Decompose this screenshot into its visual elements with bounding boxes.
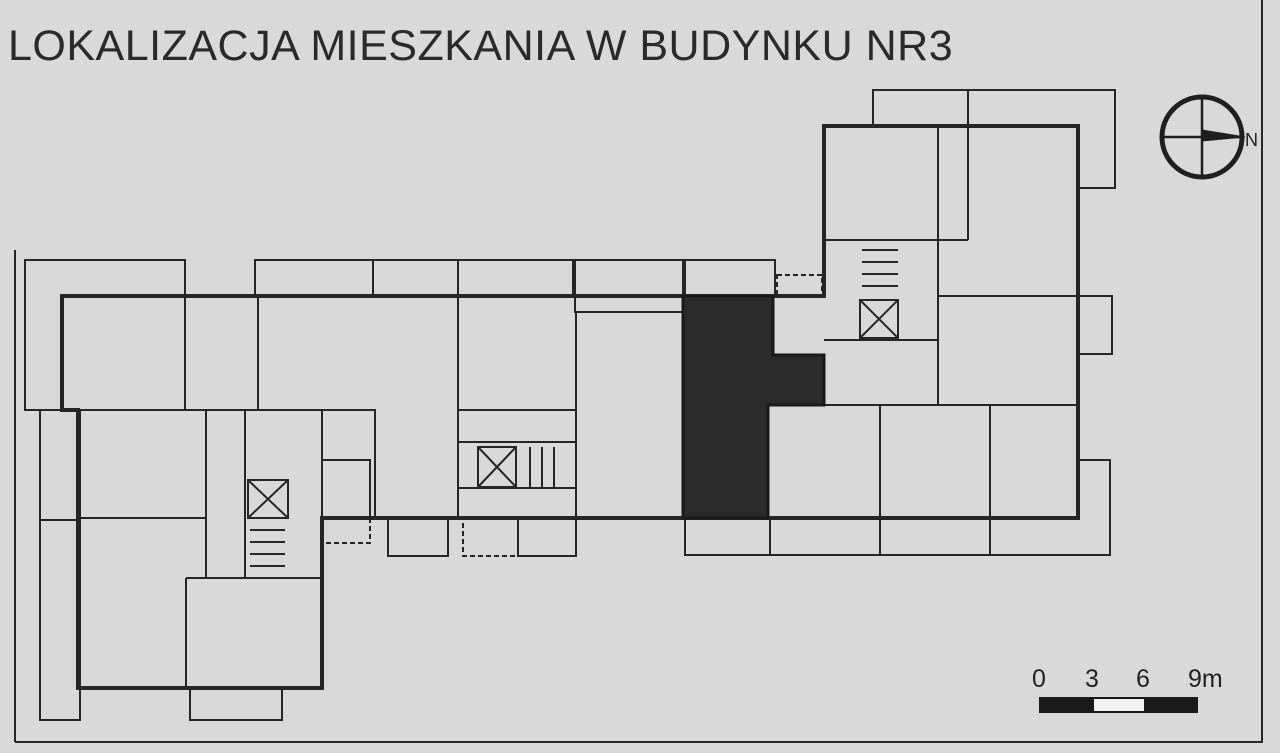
- balcony: [968, 89, 1116, 189]
- scale-bar: [1039, 697, 1198, 713]
- page-title: LOKALIZACJA MIESZKANIA W BUDYNKU NR3: [8, 22, 954, 70]
- interior-walls: [62, 126, 1078, 688]
- scale-label-6: 6: [1136, 665, 1150, 693]
- balcony: [254, 259, 374, 297]
- building-outline: [60, 124, 1080, 690]
- highlighted-apartment: [681, 294, 826, 520]
- balcony: [574, 259, 684, 313]
- balcony: [684, 459, 1111, 556]
- balcony: [189, 687, 283, 721]
- balcony: [321, 459, 371, 519]
- north-arrow-icon: [1159, 94, 1246, 180]
- balcony: [776, 274, 823, 297]
- compass-label: N: [1245, 130, 1258, 150]
- balcony: [457, 259, 574, 297]
- balcony: [462, 517, 519, 557]
- balcony: [24, 259, 186, 411]
- balcony: [372, 259, 459, 297]
- balcony: [321, 517, 371, 544]
- scale-label-0: 0: [1032, 665, 1046, 693]
- balcony: [872, 89, 969, 127]
- frame-border: [14, 0, 1263, 743]
- balcony: [39, 519, 81, 721]
- balcony: [1077, 295, 1113, 355]
- balcony: [387, 517, 449, 557]
- scale-label-3: 3: [1085, 665, 1099, 693]
- balcony: [517, 517, 577, 557]
- balcony: [39, 409, 81, 521]
- stair-elevator-icon: [247, 249, 899, 567]
- balcony: [684, 259, 776, 297]
- scale-label-9m: 9m: [1188, 665, 1223, 693]
